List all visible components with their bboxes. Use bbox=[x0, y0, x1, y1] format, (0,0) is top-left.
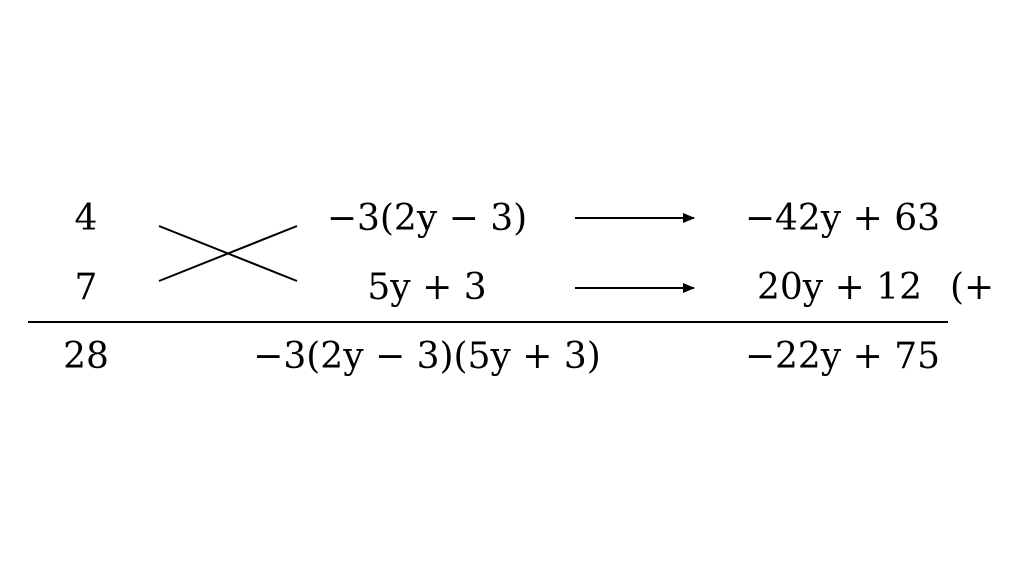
left-top-number: 4 bbox=[74, 198, 98, 239]
left-bottom-number: 7 bbox=[74, 267, 98, 308]
right-result-expression: −22y + 75 bbox=[744, 336, 940, 377]
right-bottom-expression: 20y + 12 bbox=[756, 267, 922, 308]
middle-top-expression: −3(2y − 3) bbox=[326, 198, 528, 239]
left-result-number: 28 bbox=[63, 336, 109, 377]
middle-result-expression: −3(2y − 3)(5y + 3) bbox=[253, 336, 601, 377]
cross-line-up bbox=[158, 225, 298, 282]
middle-bottom-expression: 5y + 3 bbox=[367, 267, 487, 308]
right-bottom-suffix: (+ bbox=[950, 267, 995, 308]
right-top-expression: −42y + 63 bbox=[744, 198, 940, 239]
